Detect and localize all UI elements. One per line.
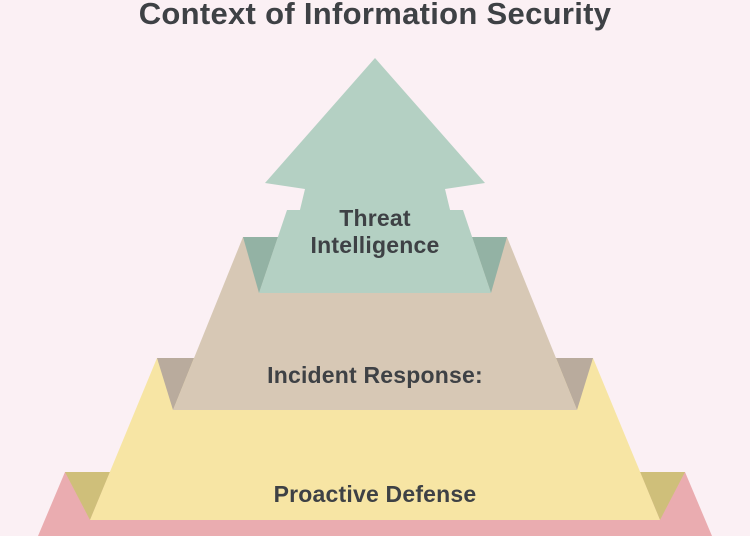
tier-shade-right-threat-intelligence (472, 237, 507, 293)
tier-label-threat: Threat (339, 205, 411, 231)
up-arrow-shape (265, 58, 485, 293)
tier-shade-left-proactive-defense (65, 472, 110, 520)
page-title: Context of Information Security (139, 0, 612, 31)
tier-label-incident-response: Incident Response: (267, 362, 483, 388)
tier-shade-left-threat-intelligence (243, 237, 278, 293)
tier-shade-left-incident-response (157, 358, 194, 410)
tier-label-proactive-defense: Proactive Defense (274, 481, 477, 507)
tier-shade-right-incident-response (556, 358, 593, 410)
tier-label-intelligence: Intelligence (311, 232, 440, 258)
tier-shade-right-proactive-defense (640, 472, 685, 520)
